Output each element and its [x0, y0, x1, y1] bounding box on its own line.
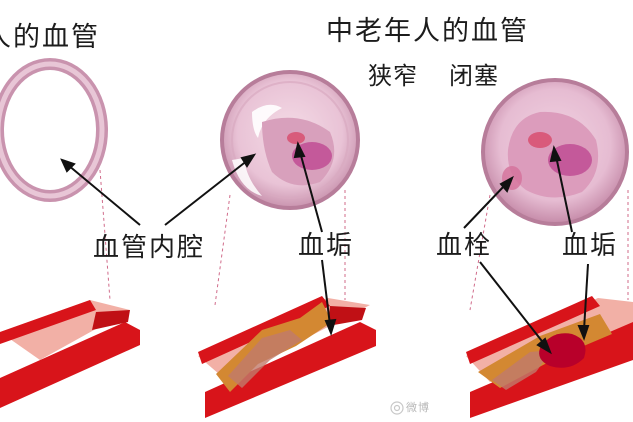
elderly-vessel-title: 中老年人的血管 — [326, 16, 529, 47]
healthy-connector-lines — [99, 169, 111, 301]
watermark-logo — [390, 401, 404, 415]
plaque-label-blocked: 血垢 — [562, 231, 619, 261]
healthy-vessel-cross-section — [0, 58, 108, 202]
blocked-connector-lines — [469, 190, 629, 311]
narrowed-connector-lines — [214, 190, 346, 306]
narrowed-vessel-cross-section — [220, 70, 360, 210]
blocked-artery-tube — [466, 296, 633, 418]
narrowed-artery-tube — [198, 296, 376, 418]
pointer-lines — [60, 141, 590, 355]
blocked-state-label: 闭塞 — [449, 62, 499, 90]
healthy-artery-tube — [0, 300, 140, 408]
watermark-text: 微博 — [406, 401, 430, 414]
plaque-label-narrowed: 血垢 — [298, 231, 355, 261]
young-vessel-title: 人的血管 — [0, 22, 100, 53]
thrombus-label: 血栓 — [436, 231, 493, 261]
lumen-label: 血管内腔 — [93, 233, 206, 263]
narrow-state-label: 狭窄 — [368, 62, 418, 90]
